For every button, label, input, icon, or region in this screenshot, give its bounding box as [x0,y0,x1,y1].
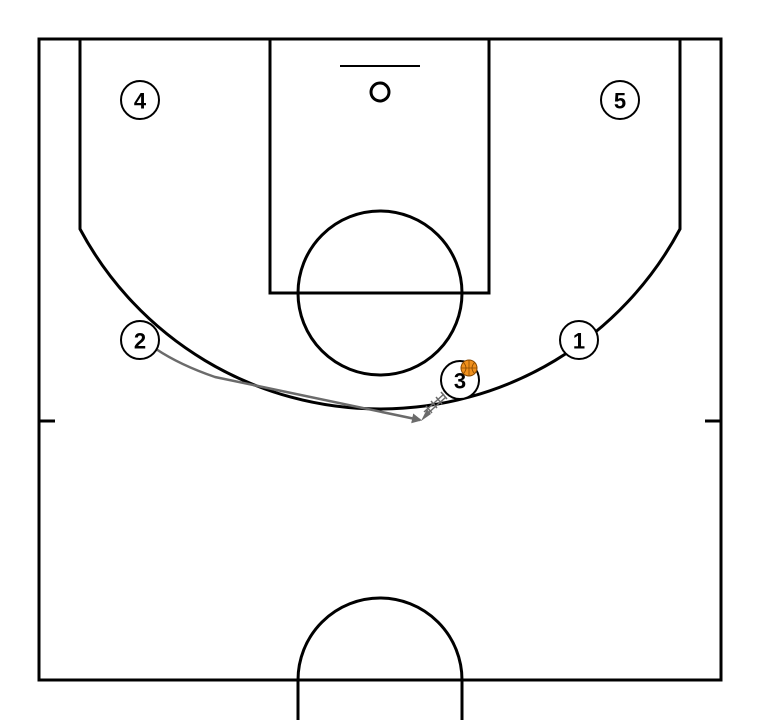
player-1: 1 [559,320,599,360]
players: 4 5 2 1 3 [120,80,640,400]
basketball-icon [460,359,478,377]
player-1-label: 1 [573,329,585,354]
court-lines [37,37,723,720]
player-2: 2 [120,320,160,360]
free-throw-circle [296,209,464,377]
player-3-label: 3 [454,369,466,394]
play-actions [155,347,448,424]
cut-arrow-player-2 [155,347,422,424]
player-4-label: 4 [134,89,147,114]
player-5-label: 5 [614,89,626,114]
free-throw-lane [268,37,491,295]
player-2-label: 2 [134,329,146,354]
center-circle [296,596,464,720]
dribble-arrow-player-3 [421,391,448,421]
player-5: 5 [600,80,640,120]
three-point-line [78,39,682,411]
basket-rim [369,81,391,103]
player-4: 4 [120,80,160,120]
